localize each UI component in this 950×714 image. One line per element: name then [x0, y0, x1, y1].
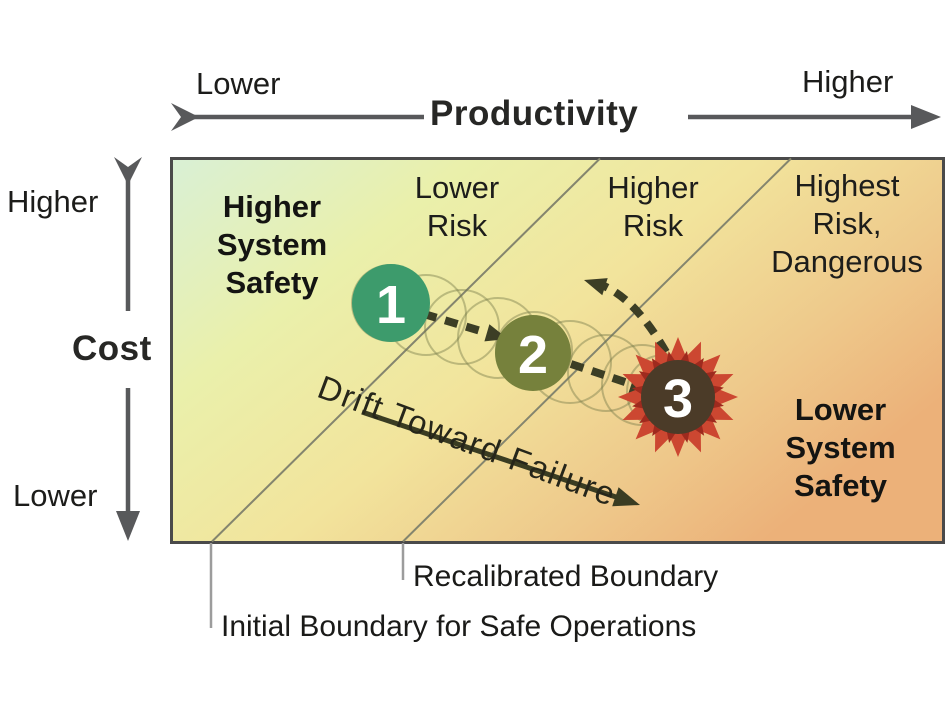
arrowhead-icon: [612, 487, 640, 507]
state-marker-1: [352, 264, 430, 342]
state-marker-1-number: 1: [376, 275, 406, 335]
cost-axis-tail-icon: [114, 157, 142, 185]
productivity-high-label: Higher: [802, 64, 894, 99]
state-marker-2-number: 2: [518, 325, 548, 385]
state-marker-3-number: 3: [663, 369, 693, 429]
cost-low-label: Lower: [13, 478, 98, 513]
recalibrated-boundary-caption: Recalibrated Boundary: [413, 560, 719, 593]
cost-high-label: Higher: [7, 184, 99, 219]
zone-higher-system-safety: Higher System Safety: [216, 189, 328, 301]
recalibrated-boundary-line: [402, 157, 792, 543]
cost-axis-arrow-icon: [116, 511, 140, 541]
productivity-axis-tail-icon: [171, 103, 199, 131]
zone-lower-system-safety: Lower System Safety: [785, 392, 896, 504]
zone-higher-risk: Higher Risk: [607, 170, 699, 244]
cost-axis: [114, 157, 142, 541]
initial-boundary-line: [211, 157, 601, 543]
recovery-arrow: [584, 278, 670, 354]
cost-axis-title: Cost: [72, 329, 152, 368]
state-marker-2: [495, 315, 571, 391]
productivity-low-label: Lower: [196, 66, 281, 101]
drift-toward-failure-arrow: [361, 409, 640, 507]
initial-boundary-caption: Initial Boundary for Safe Operations: [221, 610, 697, 643]
productivity-axis-title: Productivity: [430, 94, 639, 133]
zone-highest-risk-dangerous: Highest Risk, Dangerous: [771, 168, 923, 280]
zone-lower-risk: Lower Risk: [414, 170, 500, 244]
state-marker-3: [641, 360, 715, 434]
arrowhead-icon: [584, 278, 608, 296]
productivity-axis: [171, 103, 941, 131]
productivity-axis-arrow-icon: [911, 105, 941, 129]
